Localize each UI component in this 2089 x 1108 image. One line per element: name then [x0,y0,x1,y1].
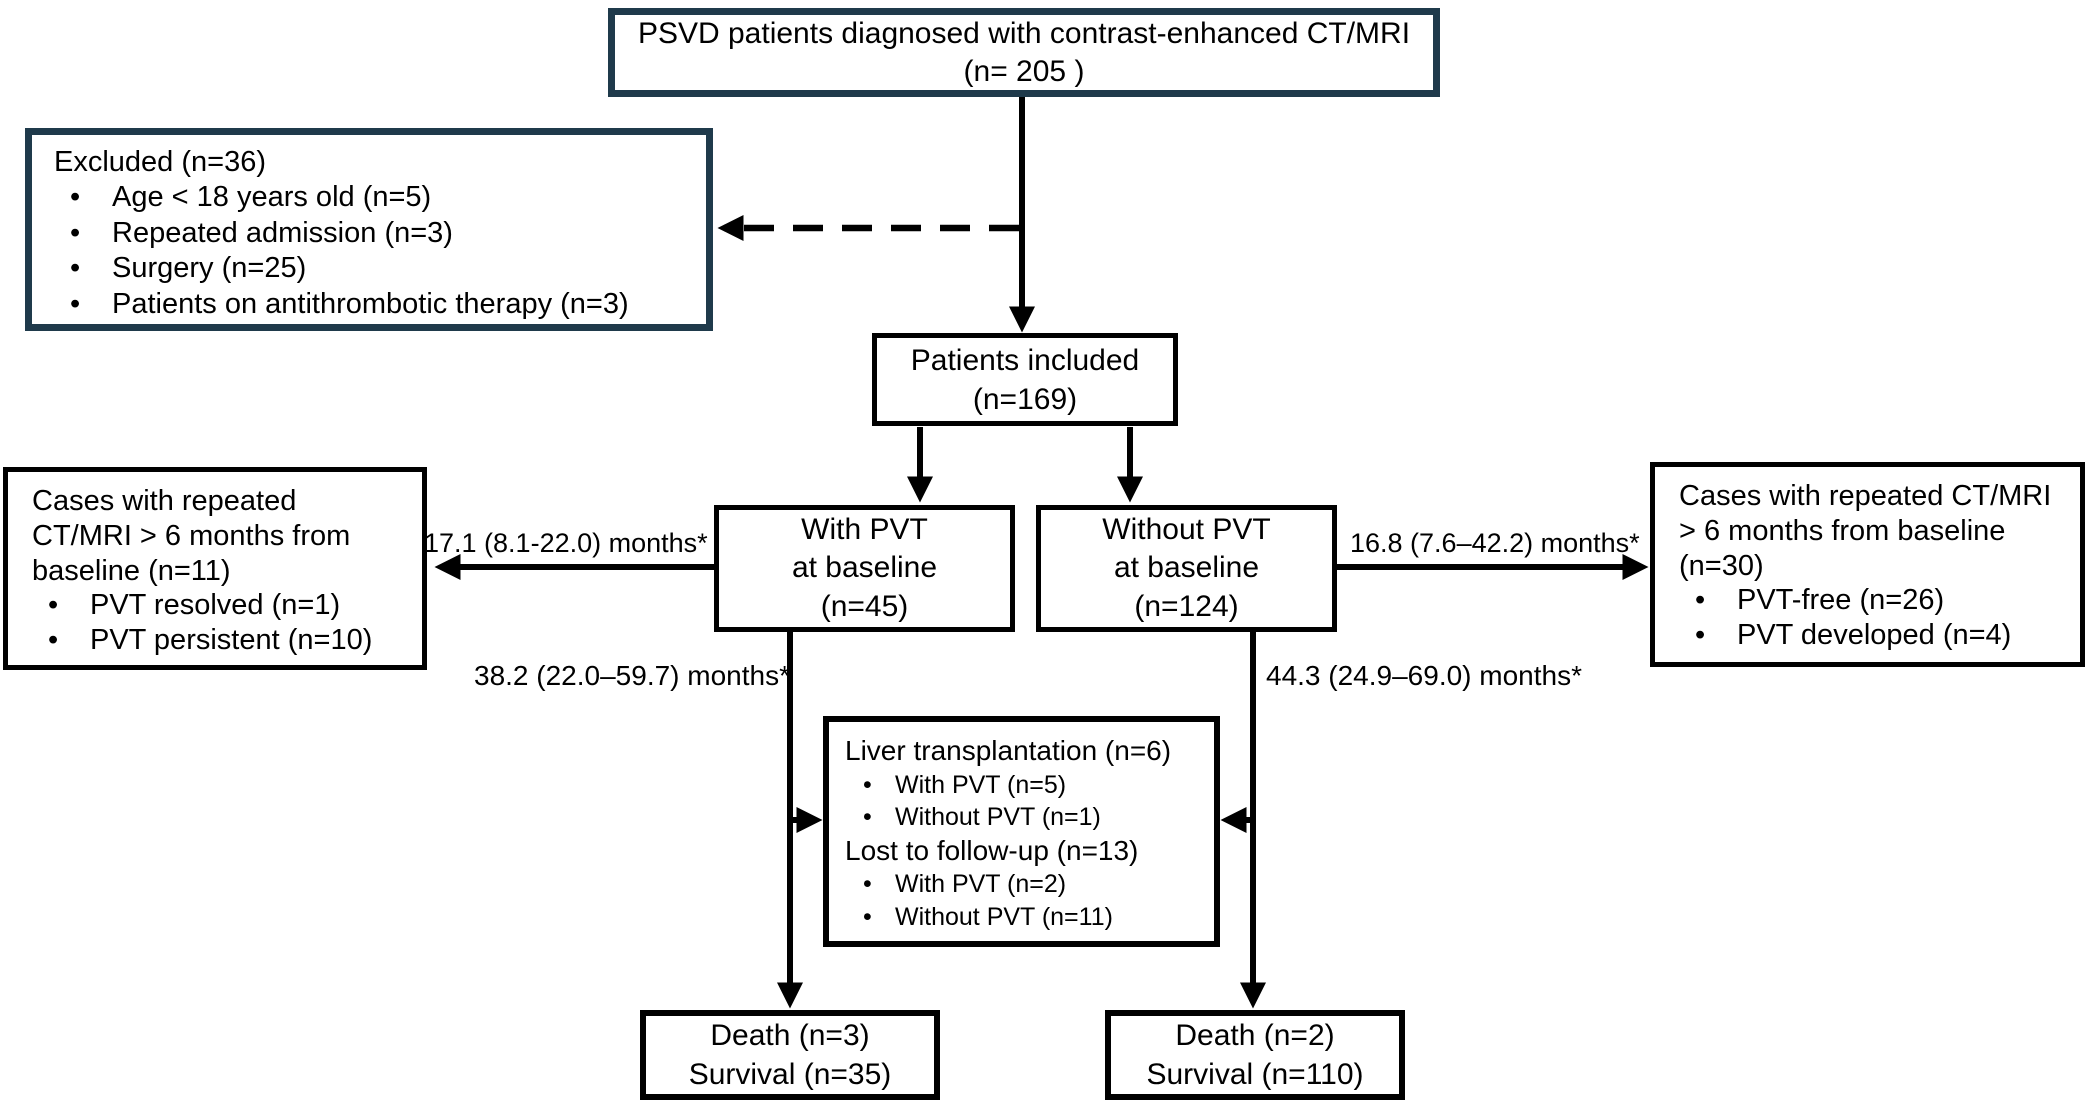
lost-to-followup-title: Lost to follow-up (n=13) [845,834,1139,866]
bullet-text: PVT-free (n=26) [1737,584,1945,617]
bullet-dot: • [70,252,81,285]
box-line: at baseline [1113,551,1260,585]
included-box: Patients included (n=169) [872,333,1178,426]
bullet-dot: • [863,870,872,899]
box-line: Survival (n=35) [688,1058,892,1091]
bullet-list-item: • PVT resolved (n=1) [32,588,382,623]
left-cases-title: Cases with repeated CT/MRI > 6 months fr… [32,485,351,587]
bullet-dot: • [48,624,59,657]
box-line: (n=169) [972,382,1078,416]
transplant-lost-followup-box: Liver transplantation (n=6) • With PVT (n… [823,716,1220,947]
bullet-dot: • [863,770,872,799]
bullet-text: PVT developed (n=4) [1737,619,2012,652]
without-pvt-followup-months-label: 16.8 (7.6–42.2) months* [1350,528,1640,558]
excluded-list: • Age < 18 years old (n=5) • Repeated admis… [54,180,684,322]
box-line: Death (n=3) [710,1019,870,1052]
box-line: (n=124) [1134,589,1239,623]
bullet-dot: • [863,902,872,931]
box-line: Death (n=2) [1175,1019,1335,1052]
bullet-list-item: • PVT-free (n=26) [1679,583,2056,618]
with-pvt-followup-months-label: 17.1 (8.1-22.0) months* [424,528,708,558]
bullet-list-item: • Surgery (n=25) [54,251,684,286]
bullet-text: Age < 18 years old (n=5) [112,181,432,214]
bullet-dot: • [1695,584,1706,617]
bullet-list-item: • PVT developed (n=4) [1679,618,2056,653]
right-cases-repeated-ctmri-box: Cases with repeated CT/MRI > 6 months fr… [1650,462,2085,667]
bullet-dot: • [863,803,872,832]
bullet-list-item: • Repeated admission (n=3) [54,216,684,251]
liver-transplantation-list: • With PVT (n=5) • Without PVT (n=1) [845,769,1206,834]
box-line: Patients included [910,343,1140,377]
bullet-text: Without PVT (n=11) [895,902,1113,931]
bullet-text: Surgery (n=25) [112,252,307,285]
box-line: With PVT [801,512,928,546]
death-survival-left-box: Death (n=3) Survival (n=35) [640,1010,940,1100]
bullet-dot: • [48,589,59,622]
bullet-text: With PVT (n=5) [895,770,1067,799]
bullet-list-item: • PVT persistent (n=10) [32,623,382,658]
box-line: Survival (n=110) [1146,1058,1364,1091]
excluded-title: Excluded (n=36) [54,146,266,178]
box-line: (n= 205 ) [963,54,1085,88]
right-cases-title: Cases with repeated CT/MRI > 6 months fr… [1679,480,2052,582]
bullet-list-item: • Age < 18 years old (n=5) [54,180,684,215]
bullet-text: Without PVT (n=1) [895,803,1101,832]
bullet-list-item: • With PVT (n=2) [845,868,1206,901]
bullet-dot: • [70,216,81,249]
without-pvt-box: Without PVT at baseline (n=124) [1036,505,1337,632]
bullet-text: PVT persistent (n=10) [90,624,373,657]
left-cases-list: • PVT resolved (n=1) • PVT persistent (n=10… [32,588,382,658]
box-line: at baseline [791,551,938,585]
bullet-list-item: • Patients on antithrombotic therapy (n=3… [54,287,684,322]
bullet-dot: • [70,181,81,214]
bullet-dot: • [70,287,81,320]
lost-to-followup-list: • With PVT (n=2) • Without PVT (n=11) [845,868,1206,933]
excluded-box: Excluded (n=36) • Age < 18 years old (n=5… [25,128,713,331]
bullet-text: Patients on antithrombotic therapy (n=3) [112,287,629,320]
bullet-dot: • [1695,619,1706,652]
with-pvt-survival-months-label: 38.2 (22.0–59.7) months* [474,660,790,691]
top-box-psvd-patients: PSVD patients diagnosed with contrast-en… [608,8,1440,97]
box-line: (n=45) [820,589,909,623]
death-survival-right-box: Death (n=2) Survival (n=110) [1105,1010,1405,1100]
box-line: Without PVT [1102,512,1271,546]
bullet-text: With PVT (n=2) [895,870,1067,899]
box-line: PSVD patients diagnosed with contrast-en… [637,17,1411,50]
liver-transplantation-title: Liver transplantation (n=6) [845,735,1172,766]
bullet-list-item: • With PVT (n=5) [845,769,1206,802]
without-pvt-survival-months-label: 44.3 (24.9–69.0) months* [1266,660,1582,691]
left-cases-repeated-ctmri-box: Cases with repeated CT/MRI > 6 months fr… [3,467,427,670]
bullet-list-item: • Without PVT (n=11) [845,901,1206,934]
bullet-text: Repeated admission (n=3) [112,216,453,249]
right-cases-list: • PVT-free (n=26) • PVT developed (n=4) [1679,583,2056,653]
with-pvt-box: With PVT at baseline (n=45) [714,505,1015,632]
bullet-list-item: • Without PVT (n=1) [845,801,1206,834]
bullet-text: PVT resolved (n=1) [90,589,341,622]
